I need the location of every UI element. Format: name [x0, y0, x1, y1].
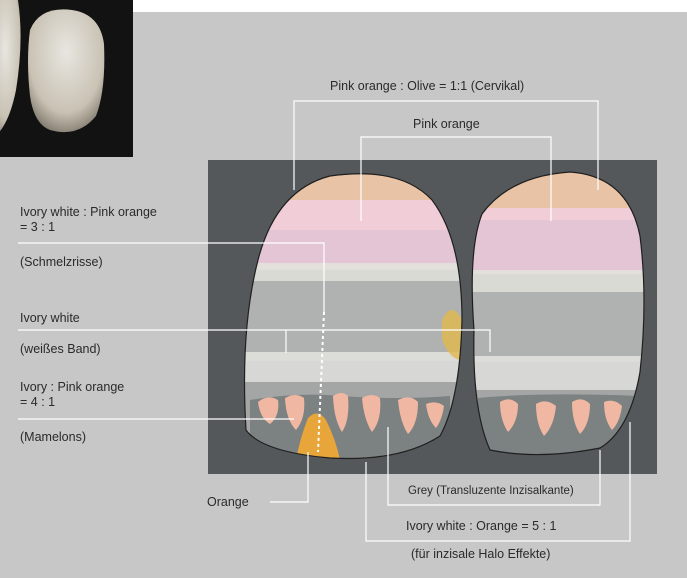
label-schmelzrisse: (Schmelzrisse) [20, 255, 103, 270]
label-ivory-white-pink-orange-line1: Ivory white : Pink orange [20, 205, 157, 220]
label-weisses-band: (weißes Band) [20, 342, 101, 357]
label-pink-orange: Pink orange [413, 117, 480, 132]
right-white-band [460, 356, 660, 390]
label-ivory-pink-orange-line2: = 4 : 1 [20, 395, 55, 410]
label-pink-orange-olive: Pink orange : Olive = 1:1 (Cervikal) [330, 79, 524, 94]
label-ivory-white-pink-orange-line2: = 3 : 1 [20, 220, 55, 235]
label-orange: Orange [207, 495, 249, 510]
left-white-band [230, 352, 470, 382]
label-halo: (für inzisale Halo Effekte) [411, 547, 550, 562]
label-grey: Grey (Transluzente Inzisalkante) [408, 484, 574, 499]
label-ivory-white-orange: Ivory white : Orange = 5 : 1 [406, 519, 556, 534]
label-ivory-pink-orange-line1: Ivory : Pink orange [20, 380, 124, 395]
label-mamelons: (Mamelons) [20, 430, 86, 445]
right-pink-zone [460, 208, 660, 274]
label-ivory-white: Ivory white [20, 311, 80, 326]
